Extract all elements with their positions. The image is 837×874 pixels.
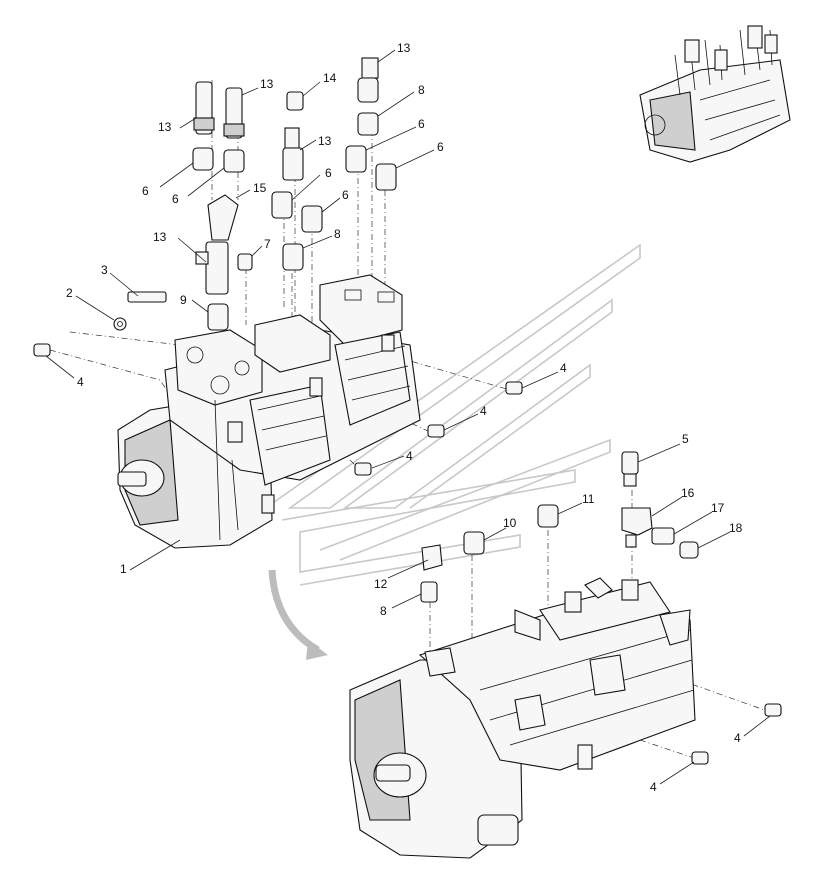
upper-pump-assembly xyxy=(117,274,421,549)
callout-11: 11 xyxy=(582,492,595,506)
callout-16: 16 xyxy=(681,486,695,500)
callout-14: 14 xyxy=(323,71,337,85)
callout-15: 15 xyxy=(253,181,267,195)
callout-4f: 4 xyxy=(650,780,657,794)
callout-7: 7 xyxy=(264,237,271,251)
leader-lines xyxy=(45,49,771,785)
transition-arrow xyxy=(268,569,328,660)
callout-13e: 13 xyxy=(153,230,167,244)
callout-17: 17 xyxy=(711,501,725,515)
callout-8b: 8 xyxy=(334,227,341,241)
callout-13a: 13 xyxy=(158,120,172,134)
callout-13b: 13 xyxy=(260,77,274,91)
callout-4a: 4 xyxy=(77,375,84,389)
callout-8c: 9 xyxy=(180,293,187,307)
fittings-lower xyxy=(420,451,699,603)
callout-13c: 13 xyxy=(318,134,332,148)
callout-6a: 6 xyxy=(418,117,425,131)
callout-5: 5 xyxy=(682,432,689,446)
callout-13d: 13 xyxy=(397,41,411,55)
watermark-logo xyxy=(269,243,641,586)
callout-labels: 13 13 14 13 13 8 6 6 6 6 15 6 6 13 7 8 9… xyxy=(66,41,743,794)
callout-6b: 6 xyxy=(437,140,444,154)
callout-4c: 4 xyxy=(480,404,487,418)
lower-pump-assembly xyxy=(349,577,782,859)
callout-12: 12 xyxy=(374,577,388,591)
callout-18: 18 xyxy=(729,521,743,535)
callout-3: 3 xyxy=(101,263,108,277)
callout-2: 2 xyxy=(66,286,73,300)
callout-6e: 6 xyxy=(325,166,332,180)
callout-9: 8 xyxy=(380,604,387,618)
callout-6d: 6 xyxy=(172,192,179,206)
callout-8a: 8 xyxy=(418,83,425,97)
assembly-thumbnail xyxy=(639,25,791,163)
callout-6c: 6 xyxy=(142,184,149,198)
callout-4e: 4 xyxy=(734,731,741,745)
fittings-upper xyxy=(33,57,523,476)
callout-10: 10 xyxy=(503,516,517,530)
callout-1: 1 xyxy=(120,562,127,576)
callout-4d: 4 xyxy=(406,449,413,463)
callout-6f: 6 xyxy=(342,188,349,202)
callout-4b: 4 xyxy=(560,361,567,375)
